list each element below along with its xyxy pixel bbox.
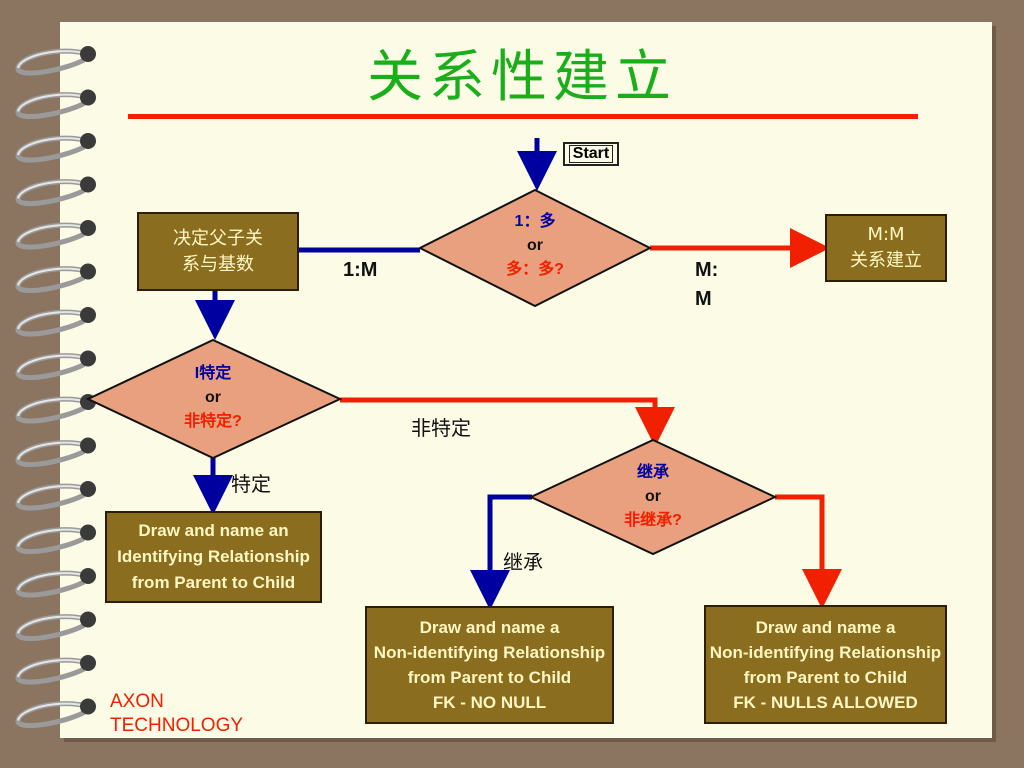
spiral-ring [15,220,96,250]
spiral-binding [15,46,96,728]
brand-logo-text: AXON TECHNOLOGY [110,690,243,738]
edge-label-non-specific: 非特定 [411,416,471,440]
edge-label-many-to-many-1: M: [695,259,719,281]
spiral-ring [15,89,96,119]
decision-cardinality-option-1: 1：多 [514,213,556,230]
box-non-identifying-nulls-allowed: Draw and name a Non-identifying Relation… [704,605,947,724]
edge-non-specific [340,397,675,447]
spiral-ring [15,611,96,641]
start-label: Start [563,142,619,166]
spiral-ring [15,524,96,554]
decision-inherit-option-1: 继承 [636,464,669,481]
decision-inherit-or: or [645,488,661,505]
decision-cardinality-text: 1：多 or 多：多? [470,210,600,282]
box-non-identifying-no-null: Draw and name a Non-identifying Relation… [365,606,614,724]
edge-inherit [470,494,532,610]
edge-label-one-to-many: 1:M [343,259,378,281]
edge-label-specific: 特定 [231,472,271,496]
title-underline [128,114,918,119]
spiral-ring [15,307,96,337]
decision-cardinality-option-2: 多：多? [506,261,564,278]
spiral-ring [15,568,96,598]
decision-diamond-cardinality [417,188,653,308]
spiral-ring [15,350,96,380]
start-text: Start [568,145,614,163]
decision-cardinality-or: or [527,237,543,254]
spiral-ring [15,481,96,511]
edge-label-many-to-many-2: M [695,288,712,310]
brand-line-2: TECHNOLOGY [110,715,244,736]
spiral-ring [15,133,96,163]
spiral-ring [15,176,96,206]
box-identifying-relationship: Draw and name an Identifying Relationshi… [105,511,322,603]
spiral-ring [15,437,96,467]
decision-inherit-option-2: 非继承? [624,512,682,529]
decision-specific-option-1: I特定 [194,365,232,382]
decision-inherit-text: 继承 or 非继承? [588,461,718,533]
box-many-to-many: M:M 关系建立 [825,214,947,282]
edge-non-inherit [775,494,842,609]
decision-specific-option-2: 非特定? [184,413,242,430]
spiral-ring [15,263,96,293]
decision-specific-or: or [205,389,221,406]
spiral-ring [15,394,96,424]
page-title: 关系性建立 [367,45,677,110]
edge-label-inherit: 继承 [503,550,543,574]
decision-diamond-inherit [528,438,778,556]
decision-diamond-specific [85,338,343,460]
spiral-ring [15,46,96,76]
spiral-ring [15,655,96,685]
decision-specific-text: I特定 or 非特定? [148,362,278,434]
brand-line-1: AXON [110,691,164,712]
box-parent-child-cardinality: 决定父子关 系与基数 [137,212,299,291]
spiral-ring [15,698,96,728]
